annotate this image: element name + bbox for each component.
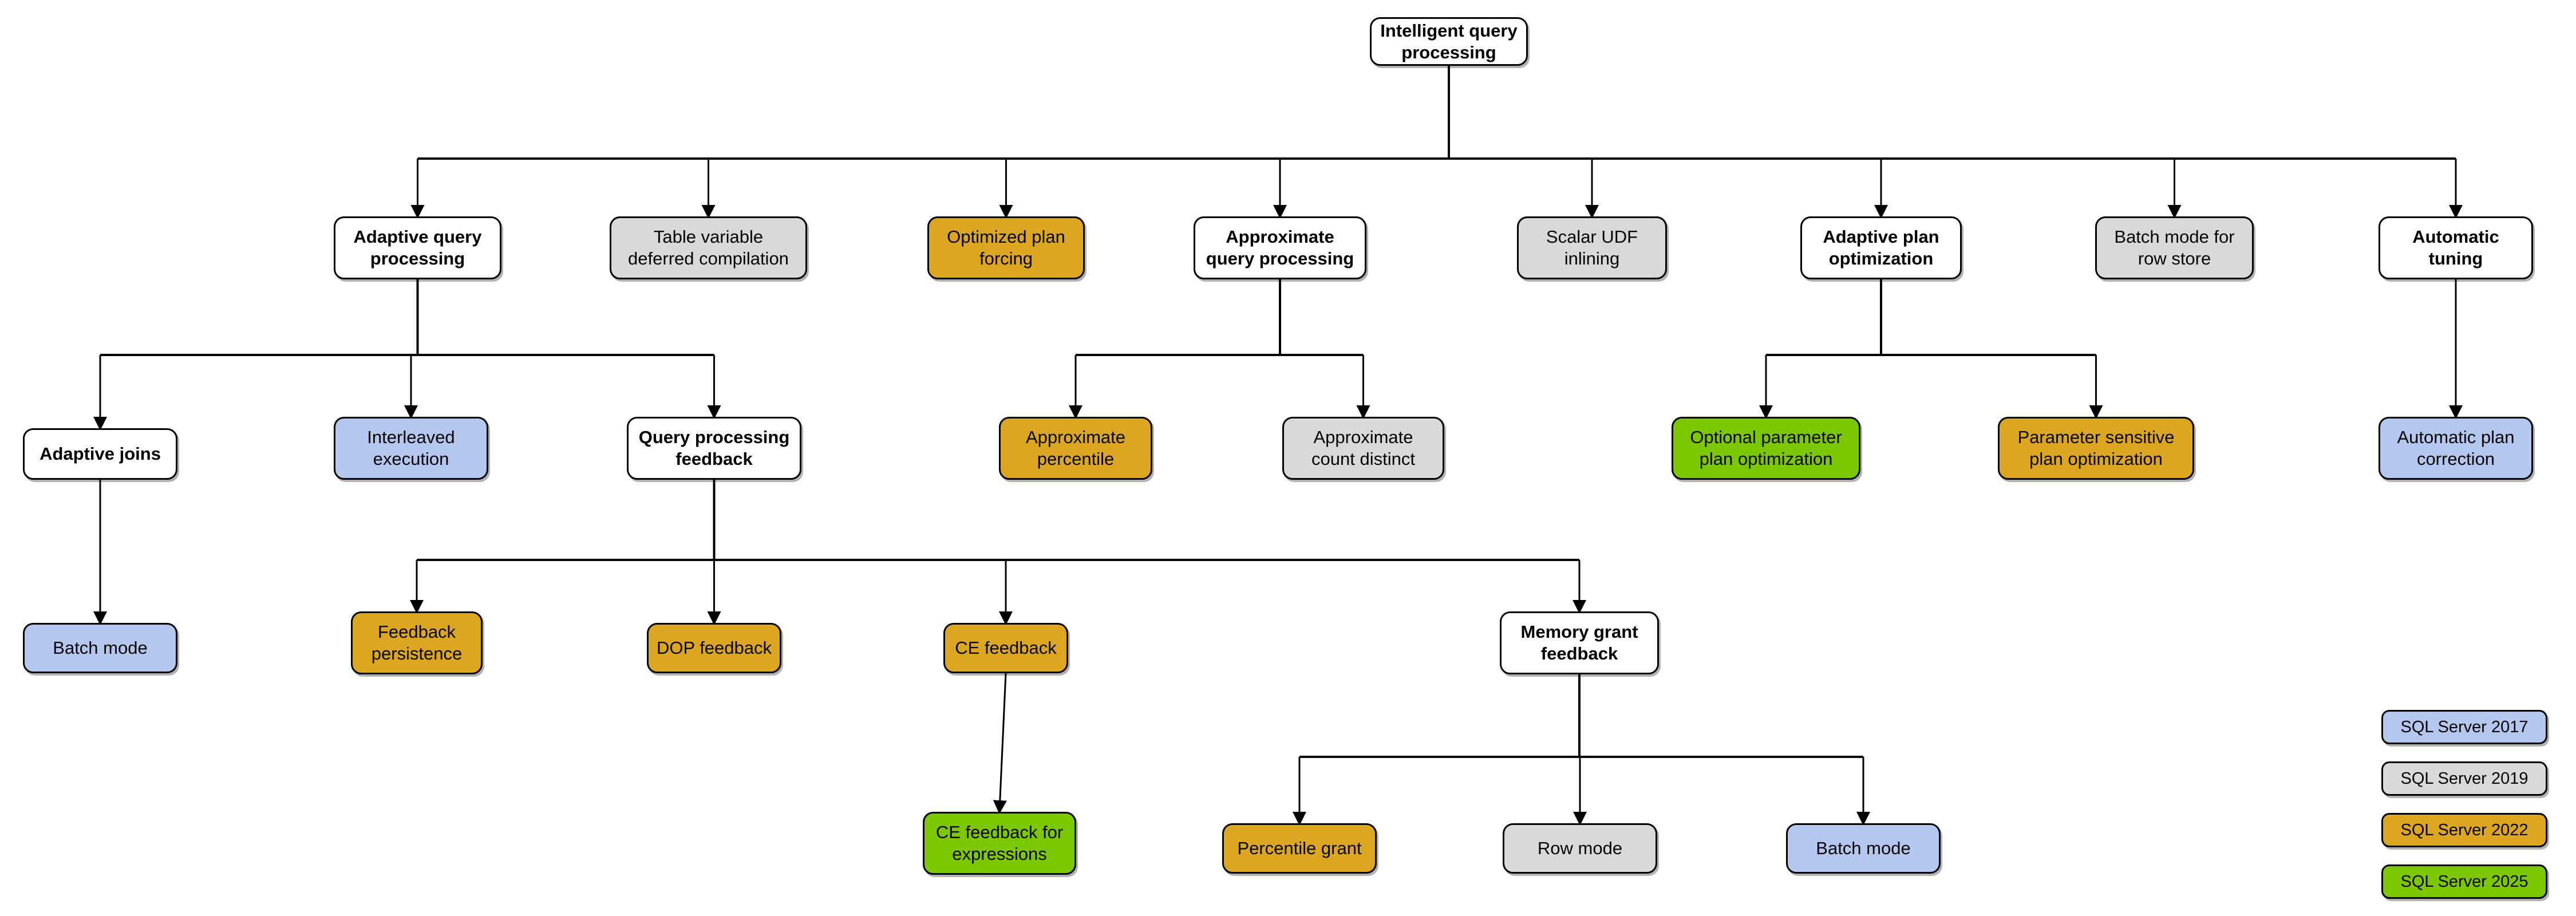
node-aqp[interactable]: Adaptive query processing	[334, 216, 501, 279]
node-pg[interactable]: Percentile grant	[1222, 823, 1377, 874]
node-opf[interactable]: Optimized plan forcing	[927, 216, 1085, 279]
legend-item-lg2022: SQL Server 2022	[2381, 813, 2547, 847]
node-bm2[interactable]: Batch mode	[1786, 823, 1941, 874]
node-oppo[interactable]: Optional parameter plan optimization	[1672, 417, 1860, 480]
legend-item-lg2017: SQL Server 2017	[2381, 710, 2547, 744]
legend-item-lg2025: SQL Server 2025	[2381, 864, 2547, 899]
node-at[interactable]: Automatic tuning	[2379, 216, 2533, 279]
node-aj[interactable]: Adaptive joins	[23, 428, 177, 480]
node-rm[interactable]: Row mode	[1503, 823, 1657, 874]
node-acd[interactable]: Approximate count distinct	[1282, 417, 1444, 480]
node-cef[interactable]: CE feedback	[943, 623, 1068, 673]
node-pspo[interactable]: Parameter sensitive plan optimization	[1998, 417, 2194, 480]
connector	[993, 673, 1007, 814]
node-qpf[interactable]: Query processing feedback	[627, 417, 801, 480]
node-cefe[interactable]: CE feedback for expressions	[923, 812, 1076, 875]
node-tvdc[interactable]: Table variable deferred compilation	[610, 216, 807, 279]
legend-item-lg2019: SQL Server 2019	[2381, 761, 2547, 796]
node-dopf[interactable]: DOP feedback	[647, 623, 781, 673]
node-apo[interactable]: Adaptive plan optimization	[1800, 216, 1962, 279]
node-ie[interactable]: Interleaved execution	[334, 417, 488, 480]
node-root[interactable]: Intelligent query processing	[1370, 17, 1528, 66]
node-apc[interactable]: Automatic plan correction	[2379, 417, 2533, 480]
node-udf[interactable]: Scalar UDF inlining	[1517, 216, 1667, 279]
node-ap[interactable]: Approximate percentile	[999, 417, 1152, 480]
node-mgf[interactable]: Memory grant feedback	[1500, 611, 1659, 674]
node-bmrs[interactable]: Batch mode for row store	[2095, 216, 2254, 279]
node-approx[interactable]: Approximate query processing	[1194, 216, 1366, 279]
node-fp[interactable]: Feedback persistence	[351, 611, 483, 674]
node-bm1[interactable]: Batch mode	[23, 623, 177, 673]
